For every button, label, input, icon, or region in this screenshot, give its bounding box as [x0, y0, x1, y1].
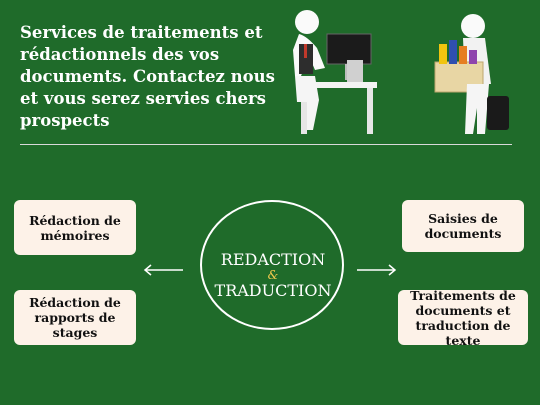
card-redaction-memoires: Rédaction de mémoires	[14, 200, 136, 255]
office-illustration	[293, 10, 509, 134]
card-saisies-documents: Saisies de documents	[402, 200, 524, 252]
center-title-line1: REDACTION	[220, 250, 326, 269]
person-at-computer-illustration	[293, 10, 377, 134]
headline: Services de traitements et rédactionnels…	[20, 23, 275, 130]
center-circle	[200, 200, 344, 330]
card-traitements-documents: Traitements de documents et traduction d…	[398, 288, 528, 348]
center-title: REDACTION & TRADUCTION	[200, 250, 346, 300]
center-ampersand: &	[267, 268, 279, 282]
divider	[20, 144, 512, 145]
card-redaction-rapports: Rédaction de rapports de stages	[14, 290, 136, 345]
arrow-left-icon	[143, 264, 183, 276]
center-title-line2: TRADUCTION	[214, 281, 332, 300]
arrow-right-icon	[357, 264, 397, 276]
person-carrying-box-illustration	[434, 14, 509, 134]
